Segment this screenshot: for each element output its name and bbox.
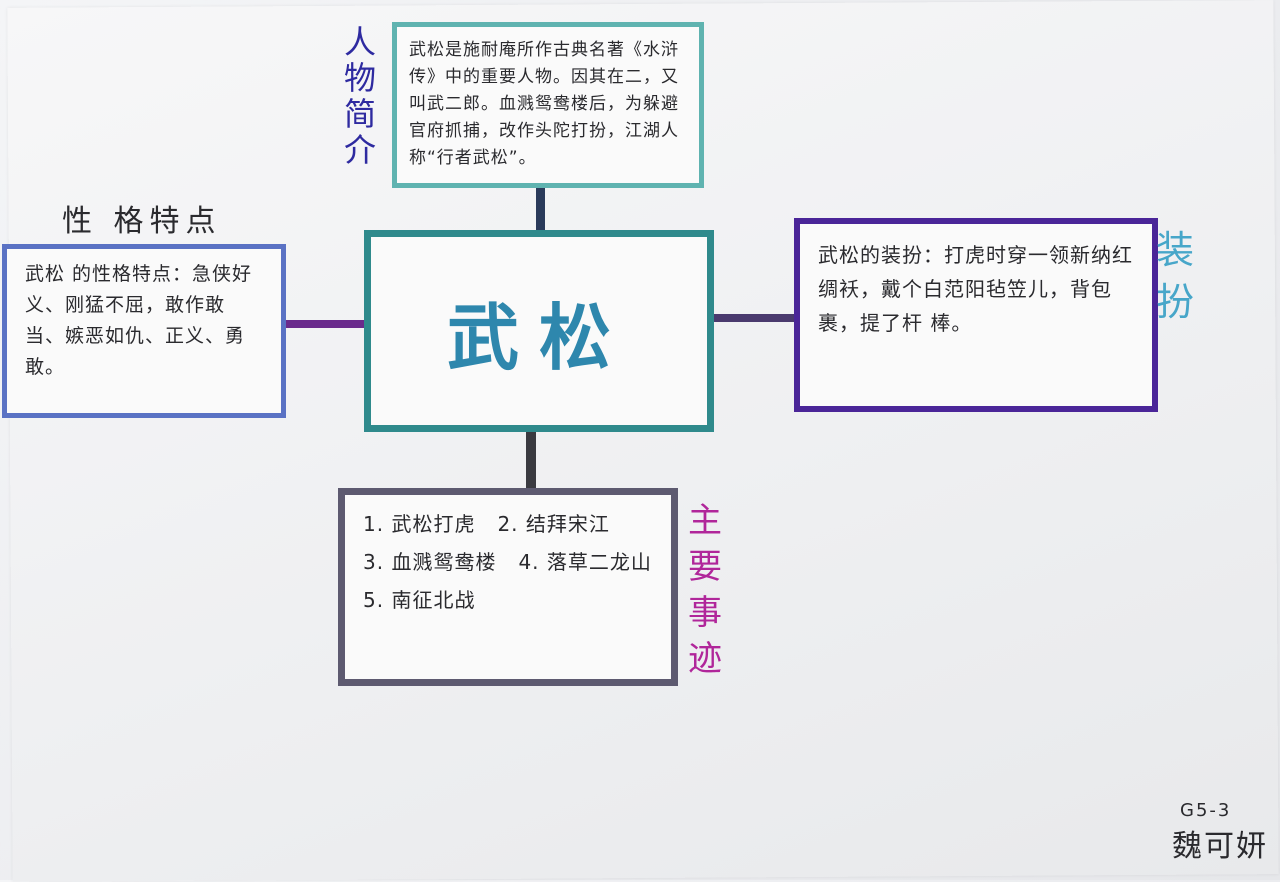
- connector-top: [536, 186, 545, 234]
- personality-label: 性 格特点: [62, 204, 222, 239]
- outfit-node: 武松的装扮：打虎时穿一领新纳红绸袄，戴个白范阳毡笠儿，背包裹，提了杆 棒。: [794, 218, 1158, 412]
- center-node: 武松: [364, 230, 714, 432]
- outfit-text: 武松的装扮：打虎时穿一领新纳红绸袄，戴个白范阳毡笠儿，背包裹，提了杆 棒。: [818, 243, 1133, 335]
- personality-text: 武松 的性格特点：急侠好义、刚猛不屈，敢作敢当、嫉恶如仇、正义、勇敢。: [25, 263, 253, 378]
- outfit-label-char: 装: [1156, 228, 1195, 272]
- events-list: 1. 武松打虎 2. 结拜宋江 3. 血溅鸳鸯楼 4. 落草二龙山 5. 南征北…: [363, 505, 653, 619]
- event-item: 5. 南征北战: [363, 588, 476, 612]
- bio-label-char: 人: [344, 23, 377, 61]
- events-label: 主 要 事 迹: [688, 498, 722, 682]
- bio-text: 武松是施耐庵所作古典名著《水浒传》中的重要人物。因其在二，又叫武二郎。血溅鸳鸯楼…: [409, 40, 679, 168]
- outfit-label-char: 扮: [1156, 280, 1195, 324]
- events-label-char: 事: [688, 593, 722, 633]
- bio-label-char: 介: [344, 131, 377, 169]
- events-label-char: 要: [688, 547, 722, 587]
- events-node: 1. 武松打虎 2. 结拜宋江 3. 血溅鸳鸯楼 4. 落草二龙山 5. 南征北…: [338, 488, 678, 686]
- personality-node: 武松 的性格特点：急侠好义、刚猛不屈，敢作敢当、嫉恶如仇、正义、勇敢。: [2, 244, 286, 418]
- events-label-char: 主: [688, 501, 722, 541]
- signature: G5-3 魏可妍: [1172, 800, 1268, 865]
- bio-label-char: 简: [344, 95, 377, 133]
- bio-label: 人 物 简 介: [344, 24, 376, 168]
- connector-bottom: [526, 430, 536, 492]
- bio-node: 武松是施耐庵所作古典名著《水浒传》中的重要人物。因其在二，又叫武二郎。血溅鸳鸯楼…: [392, 22, 704, 188]
- event-item: 2. 结拜宋江: [497, 512, 610, 536]
- center-title: 武松: [446, 295, 631, 380]
- event-item: 4. 落草二龙山: [518, 550, 652, 574]
- connector-left: [284, 320, 368, 328]
- event-item: 1. 武松打虎: [363, 512, 476, 536]
- bio-label-char: 物: [344, 59, 377, 97]
- author-name: 魏可妍: [1172, 829, 1268, 864]
- connector-right: [710, 314, 798, 322]
- event-item: 3. 血溅鸳鸯楼: [363, 550, 497, 574]
- outfit-label: 装 扮: [1156, 224, 1194, 328]
- events-label-char: 迹: [688, 639, 722, 679]
- class-code: G5-3: [1180, 800, 1232, 821]
